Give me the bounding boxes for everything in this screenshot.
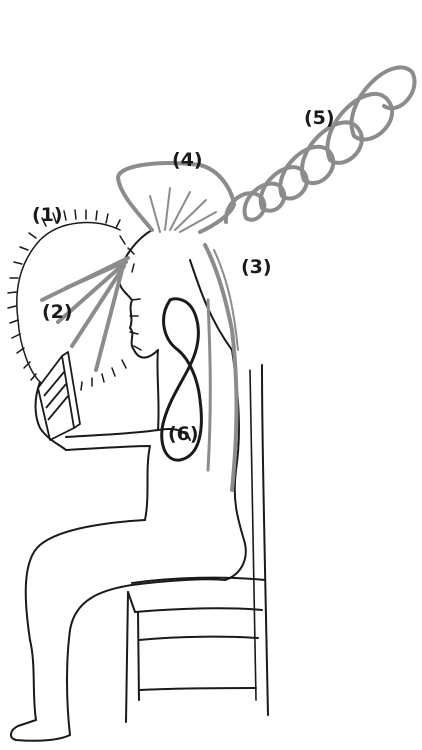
book bbox=[38, 352, 80, 440]
label-6: (6) bbox=[168, 425, 199, 444]
hair-scribble bbox=[8, 210, 141, 390]
person-chest bbox=[157, 350, 158, 430]
person-face bbox=[119, 230, 158, 358]
chair-back-post-inner bbox=[250, 370, 256, 700]
chair-lower-rail bbox=[140, 688, 256, 690]
person-lower-leg bbox=[11, 640, 70, 741]
label-4: (4) bbox=[172, 151, 203, 170]
label-3: (3) bbox=[241, 258, 272, 277]
chair bbox=[126, 365, 268, 722]
label-1: (1) bbox=[32, 206, 63, 225]
spine-lines bbox=[205, 245, 238, 490]
person-forearm-lower bbox=[66, 446, 150, 520]
label-2: (2) bbox=[42, 303, 73, 322]
person-shin bbox=[67, 585, 132, 735]
chair-seat-front bbox=[128, 592, 262, 612]
spiral-coil bbox=[226, 67, 415, 222]
chair-front-leg bbox=[126, 592, 128, 722]
chair-front-leg-inner bbox=[138, 612, 139, 700]
chair-back-post bbox=[262, 365, 268, 715]
chair-rail bbox=[139, 637, 258, 640]
head-fan bbox=[118, 163, 234, 232]
label-5: (5) bbox=[304, 109, 335, 128]
